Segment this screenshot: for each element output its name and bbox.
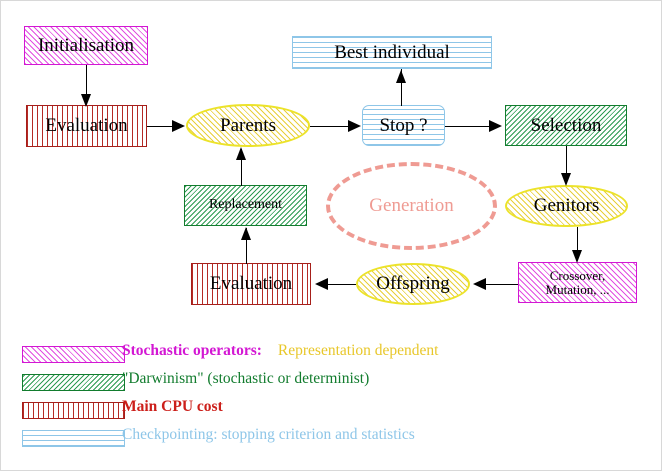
edge-replacement-to-parents [241,149,242,186]
node-selection-label: Selection [530,114,602,136]
edge-stop-to-selection [445,126,493,127]
legend-label-stochastic-operators-secondary: Representation dependent [277,342,439,359]
node-genitors-label: Genitors [533,195,600,217]
node-genitors: Genitors [505,185,628,227]
node-evaluation-bottom-label: Evaluation [209,273,293,295]
node-offspring: Offspring [356,263,470,305]
node-best-individual-label: Best individual [334,41,450,63]
edge-genitors-to-crossover [577,227,578,257]
legend-label-darwinism-text: "Darwinism" (stochastic or determinist) [122,370,370,387]
node-parents: Parents [186,104,310,147]
node-replacement: Replacement [184,185,307,226]
edge-evaluation-to-parents [147,126,174,127]
node-stop: Stop ? [362,105,445,146]
edge-crossover-to-offspring-arrowhead [473,278,486,290]
node-generation-label: Generation [369,195,454,216]
legend-swatch-blue-horizontal-hatch-icon [22,430,125,447]
node-generation: Generation [326,162,497,250]
legend-swatch-magenta-diagonal-hatch-icon [22,346,125,363]
legend-row: Checkpointing: stopping criterion and st… [0,426,662,453]
node-best-individual: Best individual [292,36,492,69]
edge-selection-to-genitors-arrowhead [561,173,571,186]
node-crossover-mutation: Crossover, Mutation, ... [518,262,637,303]
edge-offspring-to-evaluation [327,284,356,285]
edge-evaluation-to-replacement [246,228,247,264]
node-parents-label: Parents [220,114,276,136]
node-crossover-mutation-label: Crossover, Mutation, ... [545,267,610,297]
edge-genitors-to-crossover-arrowhead [572,250,582,263]
legend-label-darwinism: "Darwinism" (stochastic or determinist) [122,370,369,388]
edge-crossover-to-offspring [484,284,518,285]
legend-label-checkpointing-text: Checkpointing: stopping criterion and st… [122,426,415,443]
edge-evaluation-to-replacement-arrowhead [241,227,251,240]
node-evaluation-top-label: Evaluation [45,115,128,137]
legend-label-main-cpu-cost: Main CPU cost [122,398,223,416]
legend: Stochastic operators: Representation depe… [0,336,662,456]
edge-initialisation-to-evaluation [86,65,87,98]
edge-replacement-to-parents-arrowhead [236,147,246,160]
legend-row: Stochastic operators: Representation depe… [0,342,662,369]
node-initialisation-label: Initialisation [37,34,135,56]
edge-selection-to-genitors [566,146,567,180]
legend-row: Main CPU cost [0,398,662,425]
node-replacement-label: Replacement [208,197,283,213]
legend-label-stochastic-operators: Stochastic operators: Representation depe… [122,342,438,360]
legend-swatch-red-vertical-hatch-icon [22,402,125,419]
node-evaluation-top: Evaluation [26,105,147,147]
node-initialisation: Initialisation [24,26,148,65]
legend-label-checkpointing: Checkpointing: stopping criterion and st… [122,426,415,444]
edge-parents-to-stop-arrowhead [348,120,361,132]
edge-stop-to-best-individual-arrowhead [396,70,406,83]
legend-swatch-green-diagonal-hatch-icon [22,374,125,391]
node-offspring-label: Offspring [376,273,450,295]
edge-stop-to-selection-arrowhead [489,120,502,132]
edge-offspring-to-evaluation-arrowhead [315,278,328,290]
edge-initialisation-to-evaluation-arrowhead [81,94,91,107]
legend-label-stochastic-operators-primary: Stochastic operators: [122,342,262,359]
legend-label-main-cpu-cost-text: Main CPU cost [122,398,223,415]
node-selection: Selection [505,105,627,146]
edge-evaluation-to-parents-arrowhead [172,120,185,132]
edge-stop-to-best-individual [401,69,402,106]
node-evaluation-bottom: Evaluation [191,263,311,305]
legend-row: "Darwinism" (stochastic or determinist) [0,370,662,397]
edge-parents-to-stop [310,126,352,127]
node-stop-label: Stop ? [379,114,428,136]
